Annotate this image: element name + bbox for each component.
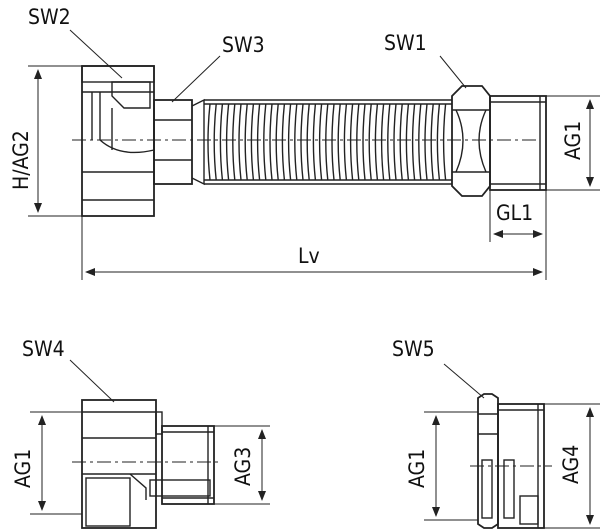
hose-rib — [343, 103, 348, 181]
hose-rib — [256, 103, 261, 181]
hose-rib — [430, 103, 434, 181]
hose-rib — [318, 103, 323, 181]
label-ag1-top: AG1 — [561, 121, 585, 160]
leader-sw4 — [69, 359, 115, 403]
label-lv: Lv — [298, 244, 320, 268]
flexible-hose-assembly: H/AG2 AG1 GL1 Lv SW2 SW3 SW1 — [9, 5, 600, 280]
hose-rib — [424, 103, 428, 181]
hose-rib — [294, 103, 298, 181]
hose-rib — [325, 103, 329, 181]
label-sw4: SW4 — [22, 337, 65, 361]
label-ag1-left: AG1 — [11, 449, 35, 488]
hose-rib — [287, 103, 292, 181]
hose-rib — [207, 103, 211, 181]
hose-rib — [368, 103, 372, 181]
label-ag3: AG3 — [231, 447, 255, 486]
hose-rib — [250, 103, 255, 181]
hose-rib — [232, 103, 236, 181]
hose-rib — [418, 103, 422, 181]
dimension-ag1-top — [546, 95, 600, 191]
label-sw3: SW3 — [222, 33, 265, 57]
hose-rib — [306, 103, 310, 181]
leader-sw3 — [171, 55, 221, 103]
dimension-lv — [81, 216, 547, 280]
hose-rib — [238, 103, 242, 181]
label-ag1-right: AG1 — [405, 449, 429, 488]
hose-rib — [399, 103, 403, 181]
hose-rib — [219, 103, 224, 181]
hose-rib — [300, 103, 304, 181]
hose-rib — [349, 103, 354, 181]
leader-sw2 — [69, 29, 123, 79]
hose-rib — [374, 103, 379, 181]
hose-rib — [411, 103, 416, 181]
leader-sw5 — [443, 363, 485, 399]
corrugated-hose — [191, 98, 452, 186]
hose-rib — [356, 103, 360, 181]
nipple-sw3 — [153, 99, 193, 185]
dimension-gl1 — [489, 190, 547, 242]
hose-rib — [244, 103, 248, 181]
label-sw5: SW5 — [392, 337, 435, 361]
leader-sw1 — [439, 55, 467, 89]
label-h-ag2: H/AG2 — [9, 130, 33, 190]
hose-rib — [436, 103, 441, 181]
hose-rib — [225, 103, 230, 181]
hose-rib — [442, 103, 447, 181]
hose-rib — [275, 103, 279, 181]
reducer-adapter-sw4: AG1 AG3 SW4 — [11, 337, 270, 529]
hose-rib — [337, 103, 341, 181]
hose-rib — [213, 103, 217, 181]
male-thread-end — [489, 95, 547, 191]
label-ag4: AG4 — [559, 445, 583, 484]
hose-rib — [393, 103, 397, 181]
hose-rib — [281, 103, 286, 181]
dimension-h-ag2 — [28, 65, 82, 217]
hose-rib — [331, 103, 335, 181]
hex-nut-sw1 — [451, 85, 491, 197]
label-sw1: SW1 — [384, 31, 427, 55]
hose-rib — [263, 103, 267, 181]
label-gl1: GL1 — [496, 201, 533, 225]
reducer-adapter-sw5: AG1 AG4 SW5 — [392, 337, 600, 529]
hose-rib — [269, 103, 273, 181]
hose-rib — [312, 103, 317, 181]
hose-rib — [362, 103, 366, 181]
swivel-nut-sw2 — [81, 65, 155, 217]
hose-rib — [405, 103, 410, 181]
hose-rib — [380, 103, 385, 181]
hose-rib — [387, 103, 391, 181]
label-sw2: SW2 — [28, 5, 71, 29]
